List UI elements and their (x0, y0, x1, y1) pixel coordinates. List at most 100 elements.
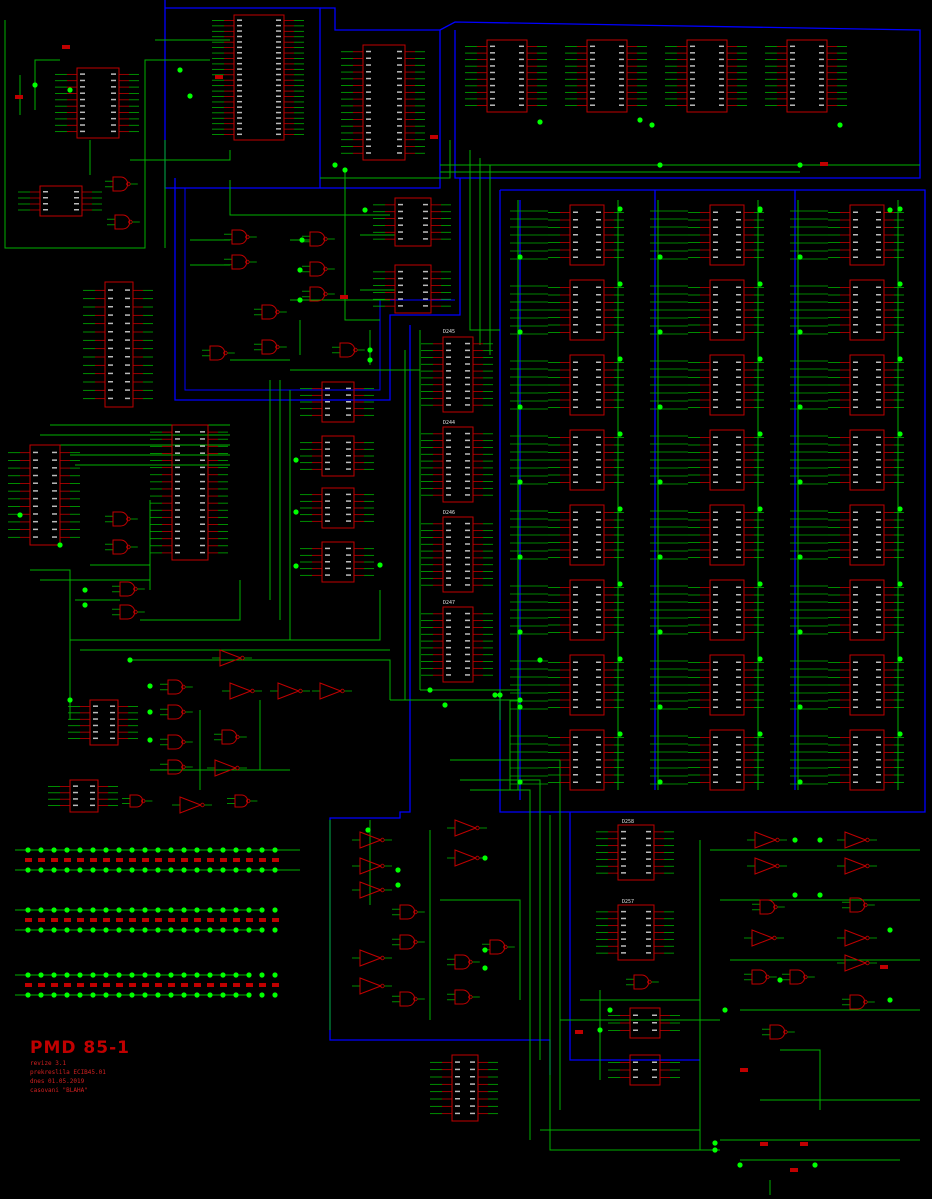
resistor (181, 858, 188, 862)
junction-dot (220, 867, 226, 873)
junction-dot (797, 254, 803, 260)
junction-dot (233, 907, 239, 913)
junction-dot (617, 731, 623, 737)
junction-dot (77, 992, 83, 998)
ic-chip (30, 185, 92, 217)
capacitor (430, 135, 438, 139)
junction-dot (497, 692, 503, 698)
resistor (272, 983, 279, 987)
junction-dot (897, 506, 903, 512)
resistor (181, 983, 188, 987)
junction-dot (617, 206, 623, 212)
ram-chip (560, 579, 614, 641)
logic-gate (231, 229, 250, 245)
junction-dot (897, 581, 903, 587)
resistor (51, 918, 58, 922)
junction-dot (657, 329, 663, 335)
resistor (194, 983, 201, 987)
junction-dot (103, 907, 109, 913)
junction-dot (817, 892, 823, 898)
junction-dot (181, 847, 187, 853)
wire (34, 59, 60, 110)
junction-dot (116, 972, 122, 978)
capacitor (880, 965, 888, 969)
junction-dot (442, 702, 448, 708)
junction-dot (897, 431, 903, 437)
capacitor (820, 162, 828, 166)
resistor (38, 918, 45, 922)
resistor (129, 918, 136, 922)
junction-dot (129, 992, 135, 998)
bus-outline (439, 21, 921, 179)
junction-dot (116, 847, 122, 853)
resistor (246, 858, 253, 862)
junction-dot (272, 847, 278, 853)
junction-dot (897, 656, 903, 662)
junction-dot (168, 972, 174, 978)
junction-dot (246, 867, 252, 873)
junction-dot (517, 629, 523, 635)
junction-dot (155, 867, 161, 873)
logic-gate (112, 511, 131, 527)
junction-dot (51, 992, 57, 998)
resistor (155, 918, 162, 922)
junction-dot (757, 506, 763, 512)
logic-gate (339, 342, 358, 358)
junction-dot (194, 972, 200, 978)
junction-dot (597, 1027, 603, 1033)
ic-label-d245: D245 (443, 329, 455, 335)
ram-chip (560, 654, 614, 716)
resistor (64, 918, 71, 922)
junction-dot (517, 779, 523, 785)
resistor (103, 858, 110, 862)
resistor (64, 858, 71, 862)
junction-dot (657, 162, 663, 168)
wire (70, 590, 381, 641)
buffer (751, 929, 777, 947)
buffer (754, 857, 780, 875)
junction-dot (64, 927, 70, 933)
junction-dot (722, 1007, 728, 1013)
wire (130, 150, 231, 161)
wire (30, 569, 71, 720)
junction-dot (142, 972, 148, 978)
junction-dot (797, 479, 803, 485)
junction-dot (168, 927, 174, 933)
junction-dot (332, 162, 338, 168)
junction-dot (246, 992, 252, 998)
resistor (194, 858, 201, 862)
junction-dot (757, 731, 763, 737)
logic-gate (309, 231, 328, 247)
junction-dot (168, 992, 174, 998)
junction-dot (737, 1162, 743, 1168)
junction-dot (147, 737, 153, 743)
wire (540, 1060, 701, 1131)
junction-dot (82, 602, 88, 608)
resistor (129, 983, 136, 987)
capacitor (790, 1168, 798, 1172)
resistor (168, 858, 175, 862)
junction-dot (757, 656, 763, 662)
junction-dot (129, 867, 135, 873)
junction-dot (207, 867, 213, 873)
logic-gate (234, 794, 251, 808)
junction-dot (246, 847, 252, 853)
labels: D245 D244 D246 D247 D258 D257 (443, 329, 634, 905)
junction-dot (797, 404, 803, 410)
wire (780, 1049, 821, 1110)
junction-dot (25, 972, 31, 978)
ram-chip (560, 204, 614, 266)
wire (229, 180, 390, 216)
junction-dot (617, 281, 623, 287)
resistor (25, 918, 32, 922)
junction-dot (757, 356, 763, 362)
resistor (38, 983, 45, 987)
junction-dot (220, 972, 226, 978)
junction-dot (17, 512, 23, 518)
junction-dot (897, 281, 903, 287)
ram-chip (700, 654, 754, 716)
logic-gate (112, 539, 131, 555)
buffer (277, 682, 303, 700)
ram-chip (700, 429, 754, 491)
ram-chip (700, 504, 754, 566)
